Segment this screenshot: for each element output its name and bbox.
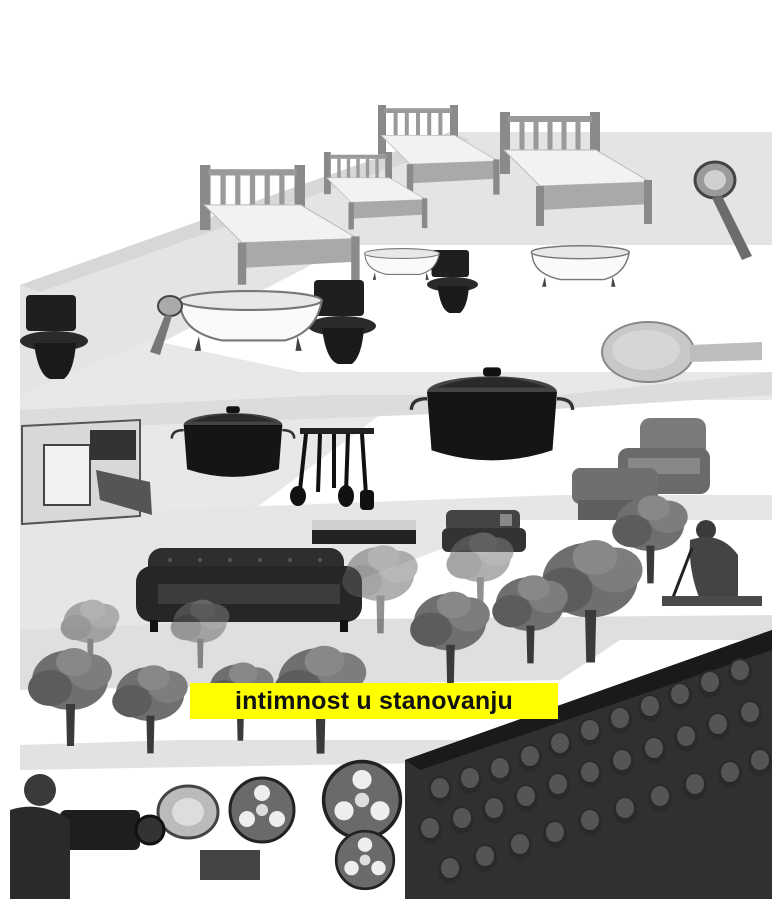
- film-reel-icon: [334, 829, 396, 891]
- bathroom: [20, 245, 630, 379]
- bathtub-icon: [530, 245, 630, 288]
- toilet-icon: [308, 280, 376, 364]
- film-camera-icon: [60, 810, 260, 880]
- kitchen: [21, 365, 575, 526]
- film-reel-icon: [228, 776, 296, 844]
- crowd-icon: [405, 630, 772, 899]
- shower-head-icon: [150, 295, 183, 355]
- tree-icon: [28, 648, 112, 746]
- garden: [28, 495, 762, 754]
- caption-banner: intimnost u stanovanju: [190, 683, 558, 719]
- bathtub-icon: [177, 289, 323, 352]
- caption-text: intimnost u stanovanju: [234, 686, 514, 715]
- cinema-equipment: [10, 759, 403, 899]
- stove-icon: [21, 418, 152, 526]
- bathtub-icon: [363, 248, 440, 281]
- wooden-spoon-icon: [601, 321, 762, 383]
- sofa-icon: [312, 520, 416, 544]
- cameraman-icon: [10, 774, 70, 899]
- film-reel-icon: [156, 784, 220, 840]
- chesterfield-sofa-icon: [136, 548, 362, 632]
- shower-head-icon: [693, 160, 752, 260]
- kitchen-utensils-icon: [290, 428, 374, 510]
- armchair-icon: [618, 418, 710, 494]
- film-reel-icon: [321, 759, 403, 841]
- gardener-icon: [662, 520, 762, 606]
